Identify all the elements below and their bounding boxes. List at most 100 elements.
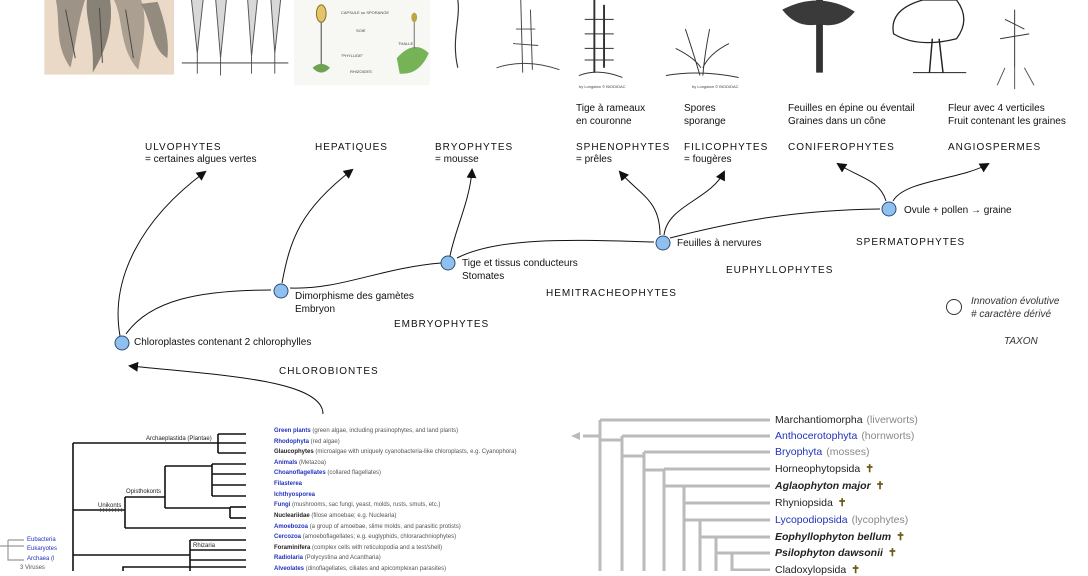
tree-root-eubacteria[interactable]: Eubacteria [27, 537, 56, 543]
tree-root-eukaryotes[interactable]: Eukaryotes [27, 546, 58, 552]
tree-taxon-name: Cladoxylopsida [775, 564, 847, 576]
angiospermes-name: ANGIOSPERMES [948, 142, 1042, 153]
tree-leaf: Filasterea [274, 481, 302, 488]
tree-taxon-name[interactable]: Anthocerotophyta [775, 430, 858, 442]
tree-leaf-description: (green algae, including prasinophytes, a… [312, 428, 459, 434]
fossil-dagger-icon: ✝ [896, 531, 905, 543]
sphenophytes-description: Tige à rameaux en couronne [576, 103, 646, 127]
tree-taxon-name: Marchantiomorpha [775, 414, 863, 426]
tree-taxon-row: Lycopodiopsida(lycophytes) [775, 514, 908, 526]
tree-leaf-name[interactable]: Nucleariidae [274, 513, 310, 519]
tree-clade-archaeplastida: Archaeplastida (Plantae) [146, 436, 212, 442]
tree-leaf-name[interactable]: Amoebozoa [274, 524, 309, 530]
bryophytes-subtitle: = mousse [435, 154, 479, 165]
tree-clade-opisthokonts: Opisthokonts [126, 489, 162, 495]
illustration-caption: "PHYLLIDE" [341, 53, 364, 58]
illustration-credit: by Longaton © BIODIDAC [579, 84, 626, 89]
tree-taxon-name: Horneophytopsida [775, 463, 861, 475]
node-2-label: Dimorphisme des gamètes Embryon [295, 291, 414, 315]
filicophytes-name: FILICOPHYTES [684, 142, 769, 153]
node-1-label: Chloroplastes contenant 2 chlorophylles [134, 337, 312, 348]
tree-leaf-description: (complex cells with reticulopodia and a … [312, 545, 443, 551]
node-3-label: Tige et tissus conducteurs Stomates [462, 258, 578, 282]
tree-leaf: Choanoflagellates (collared flagellates) [274, 470, 381, 477]
tree-leaf-name[interactable]: Choanoflagellates [274, 470, 326, 476]
illustration-credit: by Longaton © BIODIDAC [692, 84, 739, 89]
tree-leaf: Green plants (green algae, including pra… [274, 428, 458, 435]
illustration-caption: SOIE [356, 28, 366, 33]
tree-leaf-name[interactable]: Radiolaria [274, 555, 304, 561]
bryophytes-name: BRYOPHYTES [435, 142, 514, 153]
illustration-caption: CAPSULE ou SPORANGE [341, 10, 390, 15]
tree-taxon-name[interactable]: Bryophyta [775, 446, 823, 458]
filicophytes-description: Spores sporange [684, 103, 726, 127]
tree-taxon-common-name: (liverworts) [866, 414, 918, 426]
fossil-dagger-icon: ✝ [875, 480, 885, 492]
node-1-marker [114, 335, 130, 351]
tree-leaf-name[interactable]: Foraminifera [274, 545, 311, 551]
sphenophytes-subtitle: = prêles [576, 154, 612, 165]
tree-leaf-description: (Metazoa) [299, 460, 327, 466]
tree-taxon-name[interactable]: Lycopodiopsida [775, 514, 848, 526]
legend-innovation-text: Innovation évolutive # caractère dérivé [971, 296, 1060, 320]
tree-leaf: Foraminifera (complex cells with reticul… [274, 545, 442, 552]
tree-taxon-row: Cladoxylopsida✝ [775, 564, 860, 576]
tree-taxon-common-name: (lycophytes) [851, 514, 909, 526]
tree-leaf-name[interactable]: Green plants [274, 428, 311, 434]
tree-clade-unikonts: Unikonts [98, 503, 122, 509]
ulvophyte-illustration [44, 0, 1035, 90]
illustration-caption: RHIZOIDES [350, 69, 372, 74]
tree-taxon-common-name: (hornworts) [861, 430, 915, 442]
tree-leaf-name[interactable]: Rhodophyta [274, 439, 309, 445]
tree-leaf-name[interactable]: Animals [274, 460, 298, 466]
tree-leaf-description: (amoeboflagellates; e.g. euglyphids, chl… [302, 534, 457, 540]
tree-leaf: Nucleariidae (filose amoebae; e.g. Nucle… [274, 513, 396, 520]
tree-leaf: Glaucophytes (microalgae with uniquely c… [274, 449, 516, 456]
tree-taxon-row: Marchantiomorpha(liverworts) [775, 414, 918, 426]
tree-leaf: Animals (Metazoa) [274, 460, 326, 467]
tree-leaf-description: (mushrooms, sac fungi, yeast, molds, rus… [292, 502, 441, 508]
tree-leaf-description: (red algae) [310, 439, 340, 445]
tree-leaf-name[interactable]: Filasterea [274, 481, 303, 487]
tree-leaf-name[interactable]: Fungi [274, 502, 291, 508]
tree-leaf: Radiolaria (Polycystina and Acantharia) [274, 555, 381, 562]
tree-leaf: Amoebozoa (a group of amoebae, slime mol… [274, 524, 461, 531]
tree-root-archaea[interactable]: Archaea (l [27, 556, 55, 562]
clade-chlorobiontes: CHLOROBIONTES [279, 366, 379, 377]
ulvophytes-subtitle: = certaines algues vertes [145, 154, 257, 165]
sphenophytes-name: SPHENOPHYTES [576, 142, 671, 153]
tree-taxon-row: Rhyniopsida✝ [775, 497, 847, 509]
tree-leaf: Ichthyosporea [274, 492, 315, 499]
clade-spermatophytes: SPERMATOPHYTES [856, 237, 966, 248]
node-3-marker [440, 255, 456, 271]
tree-leaf-description: (dinoflagellates, ciliates and apicomple… [305, 566, 447, 572]
node-2-marker [273, 283, 289, 299]
tree-leaf-name[interactable]: Ichthyosporea [274, 492, 316, 498]
filicophytes-subtitle: = fougères [684, 154, 732, 165]
angiospermes-description: Fleur avec 4 verticiles Fruit contenant … [948, 103, 1066, 127]
tree-taxon-common-name: (mosses) [826, 446, 870, 458]
coniferophytes-name: CONIFEROPHYTES [788, 142, 895, 153]
fossil-dagger-icon: ✝ [865, 463, 875, 475]
tree-root-viruses: 3 Viruses [20, 565, 45, 571]
tree-leaf-name[interactable]: Glaucophytes [274, 449, 314, 455]
tree-leaf: Alveolates (dinoflagellates, ciliates an… [274, 566, 446, 573]
node-5-label: Ovule + pollen → graine [904, 205, 1012, 216]
tree-taxon-row: Anthocerotophyta(hornworts) [775, 430, 914, 442]
tree-clade-rhizaria: Rhizaria [193, 543, 216, 549]
tree-leaf-name[interactable]: Cercozoa [274, 534, 302, 540]
node-5-marker [881, 201, 897, 217]
tree-leaf-description: (collared flagellates) [327, 470, 382, 476]
node-4-label: Feuilles à nervures [677, 238, 762, 249]
tree-leaf: Rhodophyta (red algae) [274, 439, 340, 446]
illustration-caption: THALLE [398, 41, 414, 46]
tree-taxon-name: Rhyniopsida [775, 497, 833, 509]
tree-taxon-row: Bryophyta(mosses) [775, 446, 869, 458]
tree-taxon-name: Eophyllophyton bellum [775, 531, 892, 543]
coniferophytes-description: Feuilles en épine ou éventail Graines da… [788, 103, 915, 127]
tree-leaf-name[interactable]: Alveolates [274, 566, 305, 572]
tree-leaf-description: (filose amoebae; e.g. Nuclearia) [311, 513, 397, 519]
